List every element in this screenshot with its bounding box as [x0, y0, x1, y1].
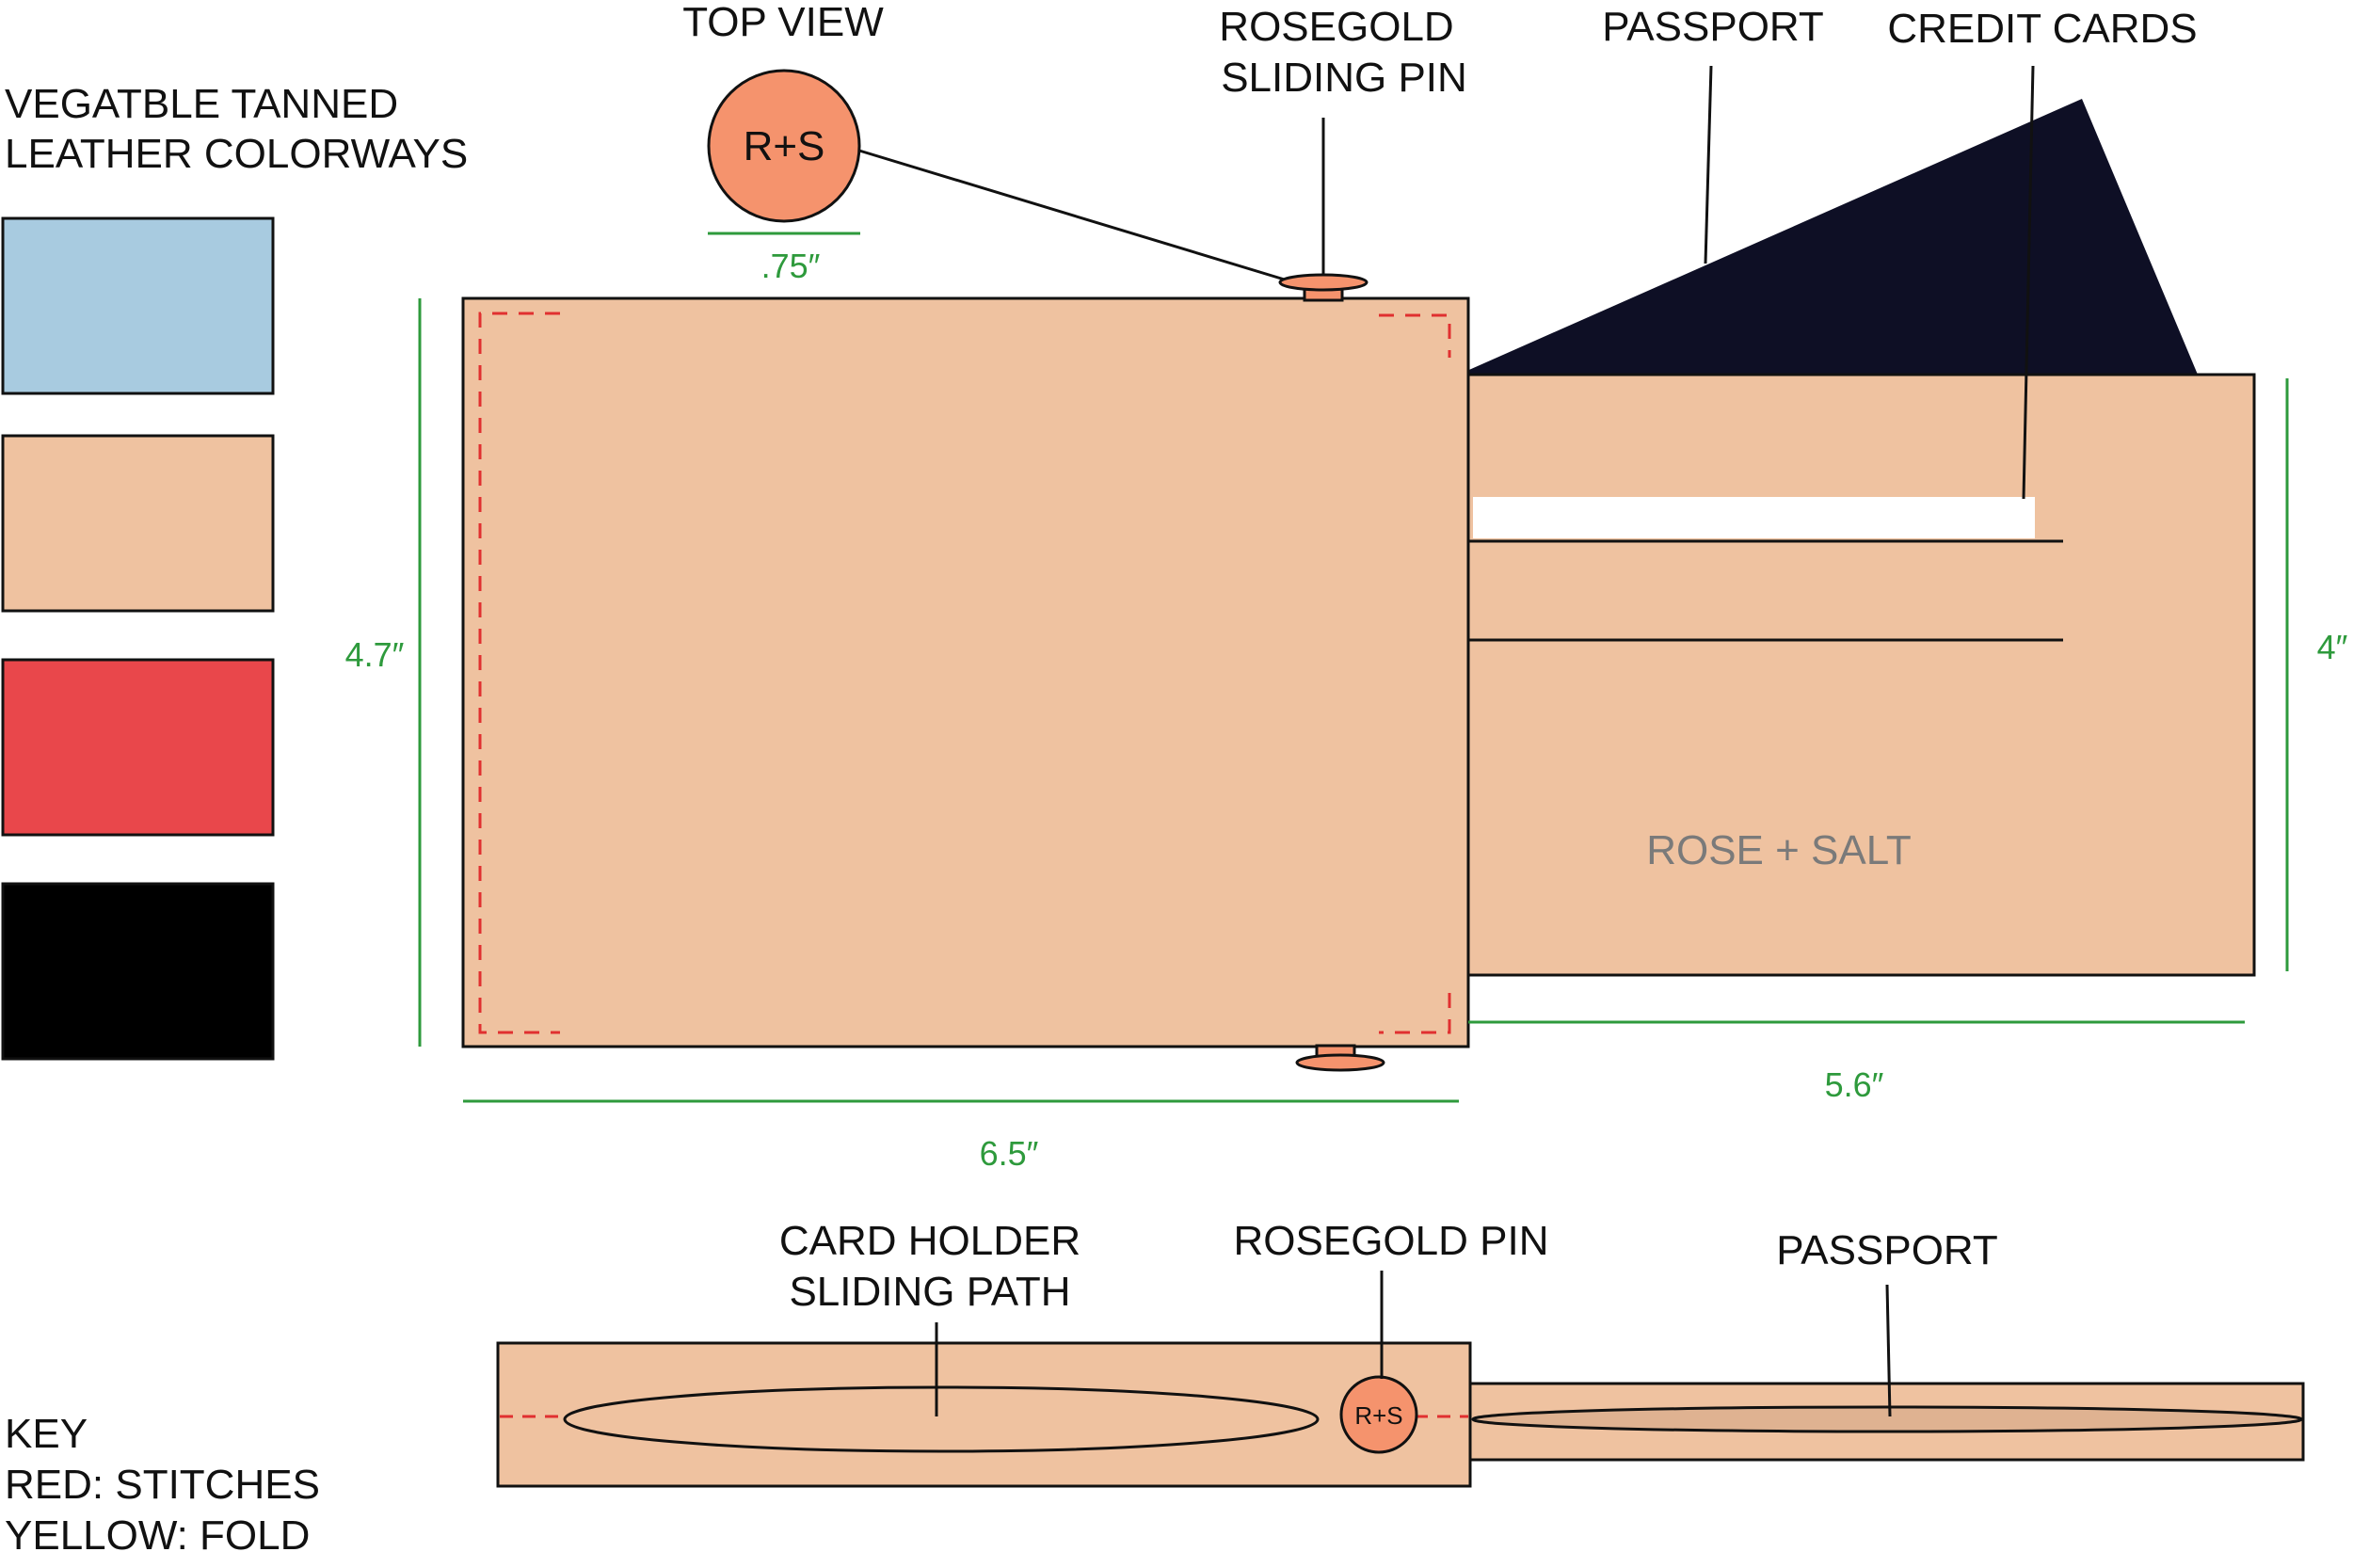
side-view-passport-ellipse [1471, 1405, 2303, 1433]
colorways-panel: VEGATBLE TANNED LEATHER COLORWAYS [1, 81, 468, 1061]
top-view-pin-circle [707, 69, 861, 223]
credit-cards-label: CREDIT CARDS [1887, 6, 2197, 52]
key-red: RED: STITCHES [5, 1462, 320, 1508]
height-left-label: 4.7″ [345, 635, 405, 674]
swatch-black [1, 882, 275, 1061]
top-view-logo: R+S [744, 123, 825, 169]
side-view-pin-circle [1339, 1375, 1418, 1454]
key-legend: KEY RED: STITCHES YELLOW: FOLD [5, 1411, 320, 1559]
side-view-passport-label: PASSPORT [1776, 1227, 1998, 1273]
key-yellow: YELLOW: FOLD [5, 1512, 310, 1559]
card-holder-label-line1: CARD HOLDER [779, 1218, 1080, 1264]
right-panel-body [1466, 373, 2256, 977]
stitch-line-left [478, 312, 560, 1034]
passport-leader-line [1704, 65, 1713, 264]
key-title: KEY [5, 1411, 88, 1457]
top-view-diameter: .75″ [761, 247, 821, 285]
colorways-title-line1: VEGATBLE TANNED [5, 81, 398, 127]
right-panel: ROSE + SALT [1466, 373, 2256, 977]
sliding-pin-top [1278, 273, 1369, 302]
top-view-leader-line [858, 149, 1289, 282]
side-view-passport-leader-line [1885, 1284, 1892, 1417]
swatch-tan [1, 434, 275, 613]
left-panel [461, 296, 1470, 1048]
top-view-label: TOP VIEW [682, 0, 884, 45]
swatch-blue [1, 216, 275, 395]
dimensions: 4.7″ 6.5″ 4″ 5.6″ [345, 298, 2348, 1173]
sliding-pin-label-line1: ROSEGOLD [1219, 4, 1453, 50]
passport-shape [1454, 99, 2198, 376]
credit-card-slot [1473, 497, 2035, 538]
sliding-pin-top-head [1278, 273, 1369, 292]
left-panel-body [461, 296, 1470, 1048]
side-view-pin-logo: R+S [1354, 1401, 1402, 1430]
height-right-label: 4″ [2317, 628, 2348, 666]
width-bottom-label: 6.5″ [980, 1134, 1039, 1173]
callouts: ROSEGOLD SLIDING PIN PASSPORT CREDIT CAR… [1219, 4, 2198, 500]
side-view: R+S CARD HOLDER SLIDING PATH ROSEGOLD PI… [496, 1218, 2305, 1488]
brand-label: ROSE + SALT [1646, 827, 1912, 873]
sliding-pin-label-line2: SLIDING PIN [1221, 55, 1467, 101]
card-holder-sliding-path [563, 1385, 1320, 1453]
swatch-red [1, 658, 275, 837]
card-holder-label-line2: SLIDING PATH [789, 1269, 1070, 1315]
side-view-card-holder-body [496, 1341, 1472, 1488]
sliding-pin-bottom-head [1295, 1053, 1385, 1072]
stitch-line-bottom-right [1379, 993, 1451, 1034]
top-view: TOP VIEW R+S .75″ [682, 0, 1289, 285]
sliding-pin-bottom [1295, 1044, 1385, 1072]
passport-label: PASSPORT [1602, 4, 1824, 50]
colorways-title-line2: LEATHER COLORWAYS [5, 131, 468, 177]
width-right-label: 5.6″ [1825, 1065, 1884, 1104]
credit-cards-leader-line [2022, 65, 2035, 500]
side-view-pin-label: ROSEGOLD PIN [1234, 1218, 1549, 1264]
